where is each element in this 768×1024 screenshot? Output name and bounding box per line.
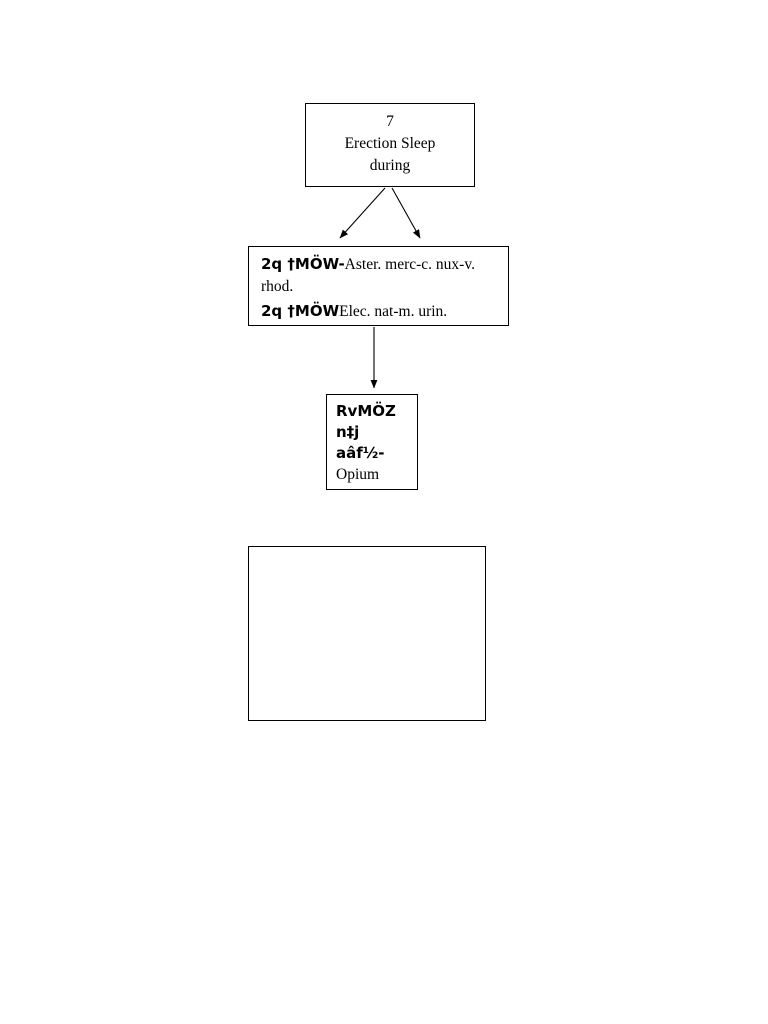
remedy-text-3: Elec. nat-m. urin.: [339, 303, 448, 320]
rubric-number: 7: [386, 113, 394, 130]
detail-line-3: aâf½-: [336, 444, 385, 462]
remedy-text-1: Aster. merc-c. nux-v.: [344, 256, 475, 273]
remedy-text-2: rhod.: [261, 278, 294, 295]
arrow-top-to-remedy-right: [391, 187, 421, 239]
rubric-title-line1: Erection Sleep: [344, 135, 436, 152]
node-empty-box[interactable]: [248, 546, 486, 721]
detail-line-4: Opium: [336, 466, 380, 483]
node-rubric-header[interactable]: 7 Erection Sleep during: [305, 103, 475, 187]
remedy-grade-1: 2q †MÖW-: [261, 255, 345, 273]
detail-line-2: n‡j: [336, 423, 360, 441]
remedy-row: rhod.: [261, 276, 500, 298]
rubric-title-line2: during: [369, 157, 411, 174]
detail-line-1: RvMÖZ: [336, 402, 396, 420]
remedy-row: 2q †MÖWElec. nat-m. urin.: [261, 300, 500, 323]
remedy-row: 2q †MÖW-Aster. merc-c. nux-v.: [261, 253, 500, 276]
node-remedy-detail[interactable]: RvMÖZ n‡j aâf½- Opium: [326, 394, 418, 490]
node-remedy-list[interactable]: 2q †MÖW-Aster. merc-c. nux-v. rhod. 2q †…: [248, 246, 509, 326]
remedy-grade-3: 2q †MÖW: [261, 302, 340, 320]
arrow-top-to-remedy-left: [339, 187, 386, 239]
